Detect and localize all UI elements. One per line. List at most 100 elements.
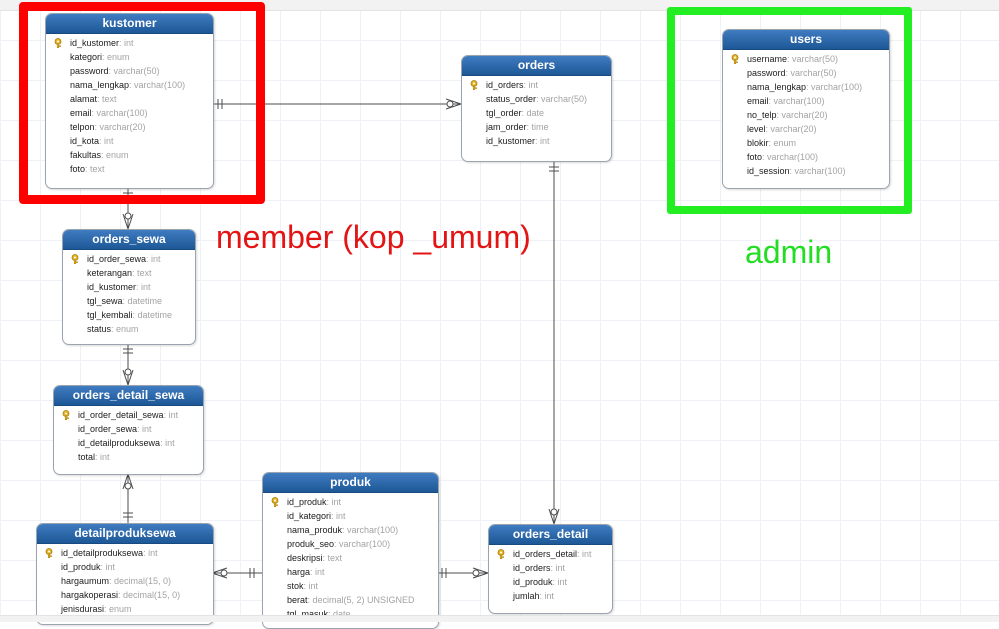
- field-row[interactable]: id_produk: int: [263, 495, 438, 509]
- field-name: berat: [287, 595, 308, 605]
- field-row[interactable]: deskripsi: text: [263, 551, 438, 565]
- field-row[interactable]: jenisdurasi: enum: [37, 602, 213, 616]
- field-row[interactable]: stok: int: [263, 579, 438, 593]
- field-row[interactable]: level: varchar(20): [723, 122, 889, 136]
- field-row[interactable]: id_kategori: int: [263, 509, 438, 523]
- table-title: produk: [263, 473, 438, 493]
- field-row[interactable]: hargakoperasi: decimal(15, 0): [37, 588, 213, 602]
- relation-kustomer-orders-sewa-many-mark: [122, 213, 134, 230]
- field-row[interactable]: id_orders_detail: int: [489, 547, 612, 561]
- field-row[interactable]: total: int: [54, 450, 203, 464]
- field-name: tgl_sewa: [87, 296, 123, 306]
- field-row[interactable]: status_order: varchar(50): [462, 92, 611, 106]
- table-orders-detail-sewa[interactable]: orders_detail_sewa id_order_detail_sewa:…: [53, 385, 204, 475]
- field-row[interactable]: keterangan: text: [63, 266, 195, 280]
- field-name: foto: [747, 152, 763, 162]
- primary-key-icon: [497, 549, 507, 560]
- field-type: : varchar(100): [91, 108, 148, 118]
- field-name: id_order_sewa: [87, 254, 147, 264]
- field-row[interactable]: id_kota: int: [46, 134, 213, 148]
- field-name: id_orders: [513, 563, 551, 573]
- field-row[interactable]: id_orders: int: [489, 561, 612, 575]
- field-row[interactable]: alamat: text: [46, 92, 213, 106]
- field-row[interactable]: harga: int: [263, 565, 438, 579]
- field-row[interactable]: id_orders: int: [462, 78, 611, 92]
- table-users[interactable]: users username: varchar(50)password: var…: [722, 29, 890, 189]
- field-row[interactable]: nama_produk: varchar(100): [263, 523, 438, 537]
- field-row[interactable]: email: varchar(100): [46, 106, 213, 120]
- field-name: id_orders: [486, 80, 524, 90]
- field-row[interactable]: nama_lengkap: varchar(100): [46, 78, 213, 92]
- field-type: : decimal(15, 0): [109, 576, 172, 586]
- field-row[interactable]: jam_order: time: [462, 120, 611, 134]
- field-row[interactable]: id_kustomer: int: [462, 134, 611, 148]
- field-row[interactable]: produk_seo: varchar(100): [263, 537, 438, 551]
- field-row[interactable]: id_produk: int: [489, 575, 612, 589]
- field-row[interactable]: id_order_detail_sewa: int: [54, 408, 203, 422]
- admin-highlight-frame: [667, 7, 912, 214]
- field-name: id_kategori: [287, 511, 332, 521]
- field-row[interactable]: tgl_masuk: date: [263, 607, 438, 621]
- relation-kustomer-orders-many-mark: [445, 98, 462, 110]
- field-type: : varchar(100): [762, 152, 819, 162]
- field-name: id_session: [747, 166, 790, 176]
- field-row[interactable]: jumlah: int: [489, 589, 612, 603]
- table-title: kustomer: [46, 14, 213, 34]
- table-title: users: [723, 30, 889, 50]
- field-row[interactable]: id_detailproduksewa: int: [37, 546, 213, 560]
- field-row[interactable]: nama_lengkap: varchar(100): [723, 80, 889, 94]
- field-row[interactable]: id_order_sewa: int: [63, 252, 195, 266]
- field-row[interactable]: telpon: varchar(20): [46, 120, 213, 134]
- relation-kustomer-orders-one-mark: [217, 99, 223, 109]
- field-row[interactable]: password: varchar(50): [46, 64, 213, 78]
- field-name: email: [70, 108, 92, 118]
- field-type: : int: [160, 438, 175, 448]
- field-row[interactable]: password: varchar(50): [723, 66, 889, 80]
- field-row[interactable]: tgl_kembali: datetime: [63, 308, 195, 322]
- field-type: : varchar(100): [806, 82, 863, 92]
- field-name: foto: [70, 164, 86, 174]
- field-row[interactable]: kategori: enum: [46, 50, 213, 64]
- field-row[interactable]: tgl_order: date: [462, 106, 611, 120]
- field-type: : int: [539, 591, 555, 601]
- field-row[interactable]: id_order_sewa: int: [54, 422, 203, 436]
- field-row[interactable]: tgl_sewa: datetime: [63, 294, 195, 308]
- field-row[interactable]: hargaumum: decimal(15, 0): [37, 574, 213, 588]
- field-name: hargaumum: [61, 576, 110, 586]
- field-type: : varchar(100): [334, 539, 391, 549]
- field-name: harga: [287, 567, 311, 577]
- field-type: : int: [95, 452, 110, 462]
- field-row[interactable]: username: varchar(50): [723, 52, 889, 66]
- field-row[interactable]: foto: text: [46, 162, 213, 176]
- table-detailproduksewa[interactable]: detailproduksewa id_detailproduksewa: in…: [36, 523, 214, 625]
- field-row[interactable]: blokir: enum: [723, 136, 889, 150]
- field-row[interactable]: id_detailproduksewa: int: [54, 436, 203, 450]
- field-row[interactable]: id_session: varchar(100): [723, 164, 889, 178]
- field-row[interactable]: no_telp: varchar(20): [723, 108, 889, 122]
- field-type: : int: [143, 548, 158, 558]
- field-row[interactable]: email: varchar(100): [723, 94, 889, 108]
- field-row[interactable]: id_kustomer: int: [46, 36, 213, 50]
- field-name: id_order_sewa: [78, 424, 138, 434]
- field-type: : int: [137, 424, 152, 434]
- field-row[interactable]: id_kustomer: int: [63, 280, 195, 294]
- table-title: orders: [462, 56, 611, 76]
- field-row[interactable]: id_produk: int: [37, 560, 213, 574]
- field-row[interactable]: berat: decimal(5, 2) UNSIGNED: [263, 593, 438, 607]
- field-list: username: varchar(50)password: varchar(5…: [723, 50, 889, 180]
- member-highlight-frame: [19, 2, 265, 204]
- field-type: : text: [85, 164, 105, 174]
- field-name: level: [747, 124, 766, 134]
- field-type: : varchar(100): [129, 80, 186, 90]
- field-row[interactable]: foto: varchar(100): [723, 150, 889, 164]
- field-type: : int: [523, 80, 539, 90]
- field-row[interactable]: status: enum: [63, 322, 195, 336]
- field-row[interactable]: fakultas: enum: [46, 148, 213, 162]
